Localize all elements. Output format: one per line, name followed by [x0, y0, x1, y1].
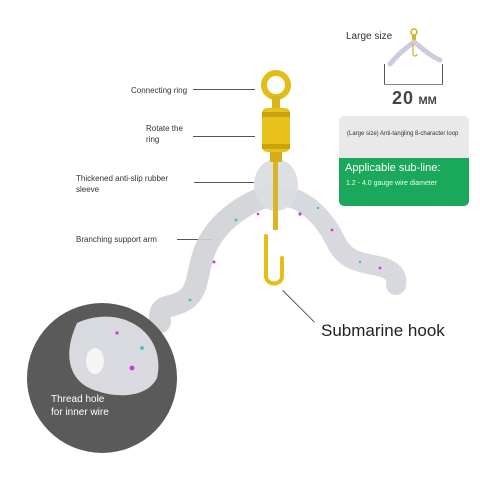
thread-hole-magnified — [69, 316, 159, 396]
callout-hook: Submarine hook — [321, 321, 445, 340]
large-size-product-thumbnail — [387, 28, 443, 67]
callout-connecting-ring: Connecting ring — [131, 86, 188, 95]
info-card-spec: 1.2 - 4.0 gauge wire diameter — [346, 180, 438, 187]
size-bracket-right — [442, 64, 443, 84]
inset-caption: Thread hole for inner wire — [51, 393, 109, 419]
callout-rotate-ring: Rotate the ring — [146, 123, 183, 145]
left-support-arm — [148, 185, 279, 333]
size-value: 20 — [392, 88, 415, 108]
callout-sleeve-line2: sleeve — [76, 185, 100, 194]
thread-hole-inset: Thread hole for inner wire — [27, 303, 177, 453]
submarine-hook — [264, 234, 284, 286]
inset-caption-line1: Thread hole — [51, 394, 105, 405]
leader-support-arm — [177, 239, 213, 240]
connecting-ring — [261, 70, 291, 100]
size-unit: MM — [418, 95, 437, 107]
info-card: (Large size) Anti-tangling 8-character l… — [339, 116, 469, 206]
info-card-top: (Large size) Anti-tangling 8-character l… — [339, 116, 469, 158]
callout-sleeve: Thickened anti-slip rubber sleeve — [76, 173, 168, 195]
leader-rotate-ring — [193, 136, 255, 137]
info-card-description: (Large size) Anti-tangling 8-character l… — [347, 131, 459, 137]
right-support-arm — [274, 186, 407, 295]
inset-caption-line2: for inner wire — [51, 407, 109, 418]
size-box-title: Large size — [346, 31, 393, 42]
size-bracket-top — [384, 84, 443, 85]
rotate-ring-barrel — [262, 108, 290, 152]
callout-rotate-ring-line1: Rotate the — [146, 124, 183, 133]
info-card-bottom: Applicable sub-line: 1.2 - 4.0 gauge wir… — [339, 158, 469, 206]
inner-wire — [273, 160, 278, 230]
callout-sleeve-line1: Thickened anti-slip rubber — [76, 174, 169, 183]
callout-rotate-ring-line2: ring — [146, 135, 160, 144]
callout-support-arm: Branching support arm — [76, 235, 157, 244]
leader-sleeve — [194, 182, 254, 183]
size-measurement: 20 MM — [392, 88, 437, 109]
info-card-heading: Applicable sub-line: — [345, 162, 441, 174]
leader-connecting-ring — [193, 89, 255, 90]
size-bracket-left — [384, 64, 385, 84]
